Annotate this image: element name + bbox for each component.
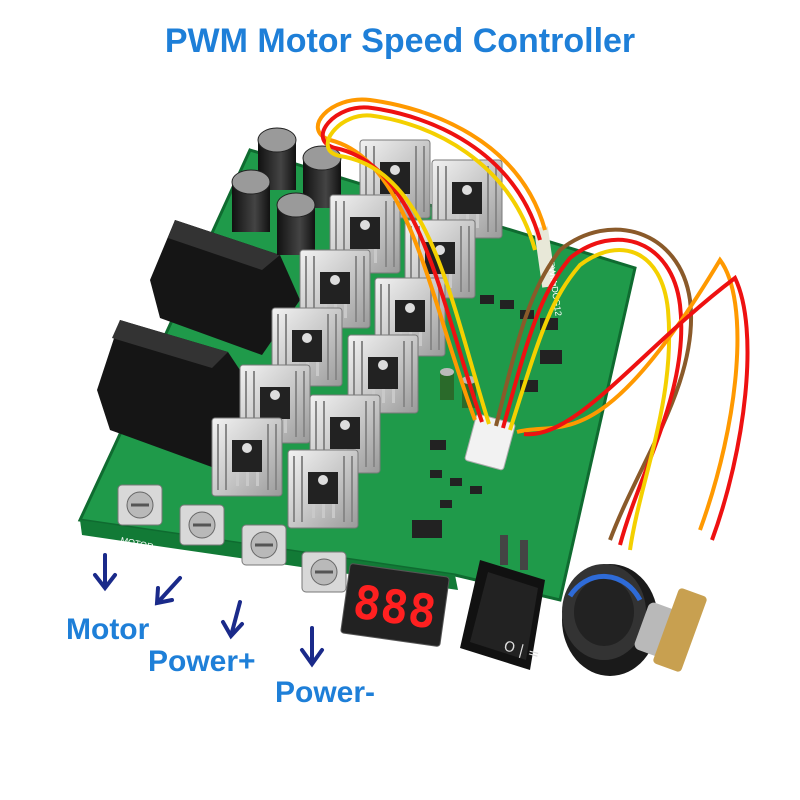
callout-motor: Motor	[66, 613, 150, 646]
page-title: PWM Motor Speed Controller	[164, 22, 636, 60]
relay-top	[150, 220, 300, 355]
callout-power-plus: Power+	[148, 645, 256, 678]
capacitor	[276, 192, 316, 255]
led-display: 888	[340, 563, 450, 647]
rocker-switch[interactable]: O | =	[460, 535, 545, 670]
terminal-label-motor-2: MOTOR	[182, 555, 217, 572]
terminal-block-motor-1	[116, 483, 164, 527]
small-capacitor	[440, 368, 454, 400]
speed-potentiometer-knob[interactable]	[562, 564, 708, 676]
terminal-label-power-minus: POWER-	[298, 599, 336, 616]
display-digits: 888	[350, 574, 440, 639]
capacitor	[231, 169, 271, 232]
callout-power-minus: Power-	[275, 676, 376, 709]
model-label-plate	[533, 226, 557, 288]
terminal-block-power-minus	[300, 550, 348, 594]
wire-harness	[315, 97, 750, 551]
heatsink-mosfet	[287, 449, 359, 529]
terminal-label-power-plus: POWER+	[240, 575, 280, 593]
heatsink-mosfet	[211, 417, 283, 497]
terminal-block-motor-2	[178, 503, 226, 547]
terminal-block-power-plus	[240, 523, 288, 567]
callout-arrows	[93, 553, 324, 668]
